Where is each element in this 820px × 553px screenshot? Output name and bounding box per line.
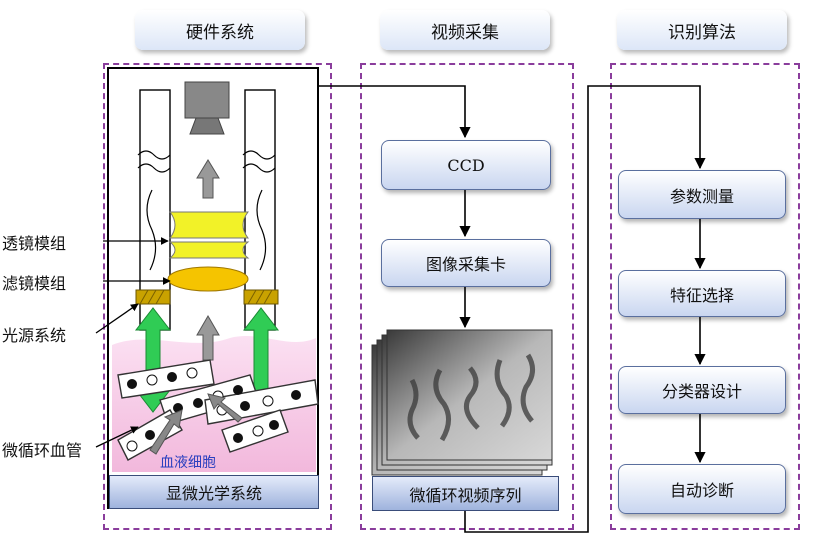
reflection-arrows xyxy=(149,393,243,455)
video-sequence-bar: 微循环视频序列 xyxy=(372,476,559,511)
filter-module-label: 滤镜模组 xyxy=(2,274,67,293)
parameter-measurement-label: 参数测量 xyxy=(669,186,734,206)
recognition-algorithm-header: 识别算法 xyxy=(617,10,787,50)
lens-module-icon xyxy=(168,211,250,259)
light-path-arrows xyxy=(196,159,220,361)
ccd-box: CCD xyxy=(381,140,551,190)
blood-cells-label: 血液细胞 xyxy=(160,455,216,471)
video-capture-header: 视频采集 xyxy=(380,10,550,50)
hardware-system-title: 硬件系统 xyxy=(186,22,254,43)
auto-diagnosis-box: 自动诊断 xyxy=(618,464,786,514)
blood-cells-icon xyxy=(126,367,301,452)
lens-module-label: 透镜模组 xyxy=(2,234,67,253)
capture-card-label: 图像采集卡 xyxy=(425,255,506,274)
recognition-panel xyxy=(610,63,800,530)
parameter-measurement-box: 参数测量 xyxy=(618,170,786,219)
light-source-label: 光源系统 xyxy=(2,326,67,345)
classifier-design-box: 分类器设计 xyxy=(618,366,786,414)
video-sequence-stack xyxy=(371,329,553,476)
feature-selection-label: 特征选择 xyxy=(669,285,734,305)
microvessel-label: 微循环血管 xyxy=(2,441,83,460)
classifier-design-label: 分类器设计 xyxy=(661,382,742,401)
flow-connectors xyxy=(318,85,706,533)
hardware-system-header: 硬件系统 xyxy=(135,10,305,50)
light-source-hatch xyxy=(139,289,273,305)
auto-diagnosis-label: 自动诊断 xyxy=(669,481,734,500)
filter-module-icon xyxy=(167,266,249,292)
video-panel xyxy=(360,63,574,530)
microscope-optics-label: 显微光学系统 xyxy=(165,484,262,503)
feature-selection-box: 特征选择 xyxy=(618,270,786,317)
microscope-optics-bar: 显微光学系统 xyxy=(109,475,319,509)
ccd-label: CCD xyxy=(447,155,485,175)
hardware-panel xyxy=(103,63,332,530)
camera-icon xyxy=(184,81,230,135)
recognition-algorithm-title: 识别算法 xyxy=(668,22,736,43)
video-sequence-label: 微循环视频序列 xyxy=(409,485,522,505)
video-capture-title: 视频采集 xyxy=(431,22,499,43)
capture-card-box: 图像采集卡 xyxy=(381,239,551,287)
tube-break-lines xyxy=(137,150,276,271)
label-pointers xyxy=(95,237,171,448)
